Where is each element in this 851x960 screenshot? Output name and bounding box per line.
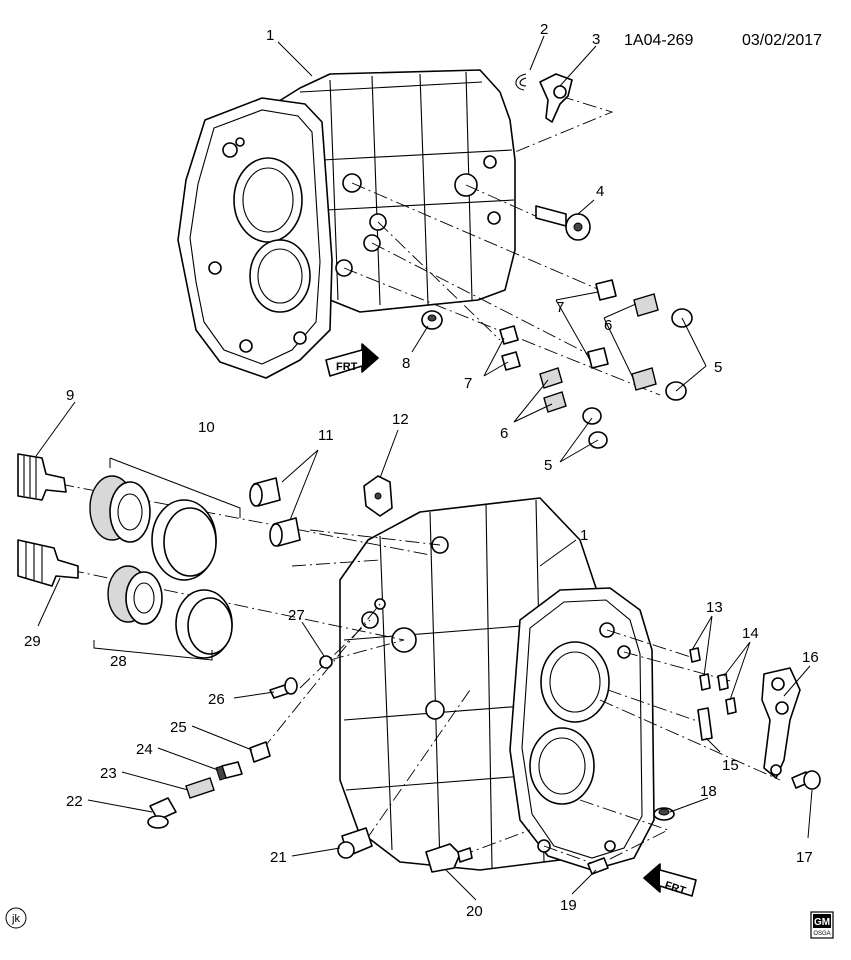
- lower-transmission-case: [339, 497, 655, 871]
- part-17-bolt: [791, 770, 821, 790]
- gm-logo-top: GM: [814, 917, 830, 928]
- callout-6-right: 6: [604, 317, 612, 334]
- callout-11: 11: [318, 427, 334, 444]
- callout-3: 3: [592, 31, 600, 48]
- callout-23: 23: [100, 765, 117, 782]
- callout-28: 28: [110, 653, 127, 670]
- callout-15: 15: [722, 757, 739, 774]
- callout-17: 17: [796, 849, 813, 866]
- callout-7-bottom: 7: [464, 375, 472, 392]
- part-16-bracket: [761, 667, 801, 779]
- part-15-dowel: [697, 707, 713, 741]
- callout-1-top: 1: [266, 27, 274, 44]
- part-12-lockout: [363, 475, 393, 517]
- callout-29: 29: [24, 633, 41, 650]
- part-10-bearing: [89, 475, 151, 543]
- callout-13: 13: [706, 599, 723, 616]
- part-8-plug: [421, 310, 443, 330]
- front-direction-arrow-lower: FRT: [643, 863, 697, 898]
- callout-27: 27: [288, 607, 305, 624]
- callout-10: 10: [198, 419, 215, 436]
- callout-labels: 1 2 3 4 5 6 7 8 7 6 5 9 10 11 12 1 13 14…: [24, 21, 819, 920]
- part-21-plug: [337, 827, 373, 859]
- callout-8: 8: [402, 355, 410, 372]
- gm-logo-bottom: OSGA: [813, 931, 830, 937]
- part-3-lever-plate: [539, 73, 573, 123]
- artist-initials: jk: [11, 913, 20, 925]
- part-9-input-shaft: [17, 453, 67, 501]
- part-23-spring: [185, 777, 215, 799]
- callout-20: 20: [466, 903, 483, 920]
- part-13-pins: [689, 647, 711, 691]
- part-22-plug: [147, 797, 177, 829]
- part-7-sleeves-upper: [499, 279, 617, 371]
- upper-transmission-case: [177, 69, 516, 379]
- part-14-pins: [717, 673, 737, 715]
- callout-4: 4: [596, 183, 604, 200]
- callout-24: 24: [136, 741, 153, 758]
- callout-9: 9: [66, 387, 74, 404]
- callout-18: 18: [700, 783, 717, 800]
- leader-lines: [35, 35, 813, 901]
- callout-1-lower: 1: [580, 527, 588, 544]
- callout-26: 26: [208, 691, 225, 708]
- artist-initials-mark: jk: [5, 907, 27, 929]
- part-4-shoulder-bolt: [535, 205, 591, 241]
- callout-25: 25: [170, 719, 187, 736]
- part-27-washer: [319, 655, 333, 669]
- part-24-plunger: [215, 761, 243, 781]
- part-28-bearing: [107, 565, 163, 625]
- part-28-race: [175, 589, 233, 659]
- part-19-pin: [587, 857, 609, 875]
- callout-14: 14: [742, 625, 759, 642]
- part-6-springs: [539, 293, 659, 413]
- diagram-id: 1A04-269: [624, 32, 693, 49]
- callout-5-bottom: 5: [544, 457, 552, 474]
- part-20-switch: [425, 843, 473, 873]
- part-11-bushings: [249, 477, 301, 547]
- part-18-seal: [653, 807, 675, 821]
- part-2-snap-ring: [515, 73, 527, 91]
- callout-6-bottom: 6: [500, 425, 508, 442]
- callout-5-right: 5: [714, 359, 722, 376]
- callout-12: 12: [392, 411, 409, 428]
- part-26-bolt: [269, 677, 298, 699]
- gm-logo: GM OSGA: [810, 911, 834, 939]
- part-25-sleeve: [249, 741, 271, 763]
- part-29-output-shaft: [17, 539, 79, 587]
- diagram-date: 03/02/2017: [742, 32, 822, 49]
- part-10-race: [151, 499, 217, 581]
- callout-22: 22: [66, 793, 83, 810]
- callout-7-right: 7: [556, 299, 564, 316]
- front-direction-arrow-upper: FRT: [325, 343, 379, 377]
- callout-2: 2: [540, 21, 548, 38]
- callout-19: 19: [560, 897, 577, 914]
- callout-16: 16: [802, 649, 819, 666]
- callout-21: 21: [270, 849, 287, 866]
- frt-label-upper: FRT: [336, 361, 358, 373]
